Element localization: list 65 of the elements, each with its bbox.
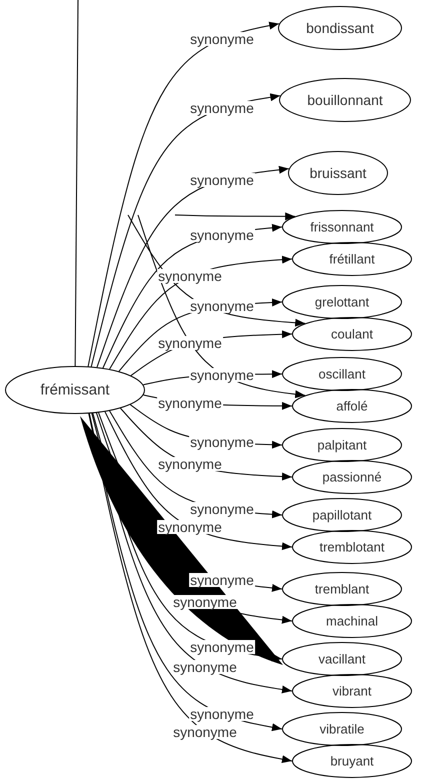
word-label: bruissant [310,166,366,180]
arrow [96,412,292,624]
edge-label: synonyme [189,101,255,116]
edge-label: synonyme [189,502,255,516]
arrow [104,411,292,550]
edge-label: synonyme [172,724,238,739]
word-ellipse [292,242,412,276]
word-label: affolé [336,400,368,412]
edge-label: synonyme [157,336,223,350]
word-ellipse [292,389,412,423]
edge-label: synonyme [157,520,223,534]
word-label: vibratile [320,722,364,736]
edge-label: synonyme [189,572,255,587]
word-ellipse [282,285,402,319]
edge-label: synonyme [189,707,255,722]
edge-label: synonyme [189,640,255,654]
word-label: bruyant [330,754,374,768]
word-label: tremblotant [319,540,385,554]
edge-label: synonyme [172,660,238,674]
word-label: frissonnant [310,220,374,234]
word-ellipse [292,674,412,708]
word-ellipse [292,604,412,638]
word-ellipse [288,151,388,195]
word-label: grelottant [314,296,370,308]
word-label: coulant [331,328,373,340]
edge-label: synonyme [189,228,255,242]
word-label: frémissant [40,382,110,398]
word-label: frétillant [329,252,375,266]
word-ellipse [292,744,412,778]
word-ellipse [282,428,402,462]
edge-label: synonyme [157,396,223,410]
word-ellipse [282,498,402,532]
edge-label: synonyme [189,32,255,46]
edge-label: synonyme [172,594,238,609]
edge-label: synonyme [157,269,223,284]
word-label: tremblant [314,582,370,596]
word-label: machinal [326,614,378,628]
edge-label: synonyme [189,435,255,450]
word-label: papillotant [312,508,372,522]
arrow [174,212,296,220]
arrow [88,22,280,367]
word-label: vacillant [318,652,366,666]
edge-label: synonyme [189,368,255,382]
word-label: bouillonnant [307,93,383,107]
word-ellipse [278,6,402,50]
word-ellipse [282,357,402,391]
word-ellipse [282,712,402,746]
word-label: bondissant [306,21,374,35]
word-label: vibrant [332,684,372,698]
edge-label: synonyme [189,299,255,314]
word-ellipse [292,530,412,564]
word-ellipse [292,317,412,351]
arrow [91,412,292,694]
word-ellipse [282,642,402,676]
word-label: passionné [322,470,382,484]
word-label: oscillant [318,368,366,380]
word-label: palpitant [317,438,367,452]
word-ellipse [279,78,411,122]
edge-label: synonyme [189,173,255,188]
word-ellipse [5,366,145,414]
edge-label: synonyme [157,457,223,472]
word-ellipse [282,572,402,606]
word-ellipse [282,210,402,244]
arrow [90,93,281,368]
word-ellipse [292,460,412,494]
